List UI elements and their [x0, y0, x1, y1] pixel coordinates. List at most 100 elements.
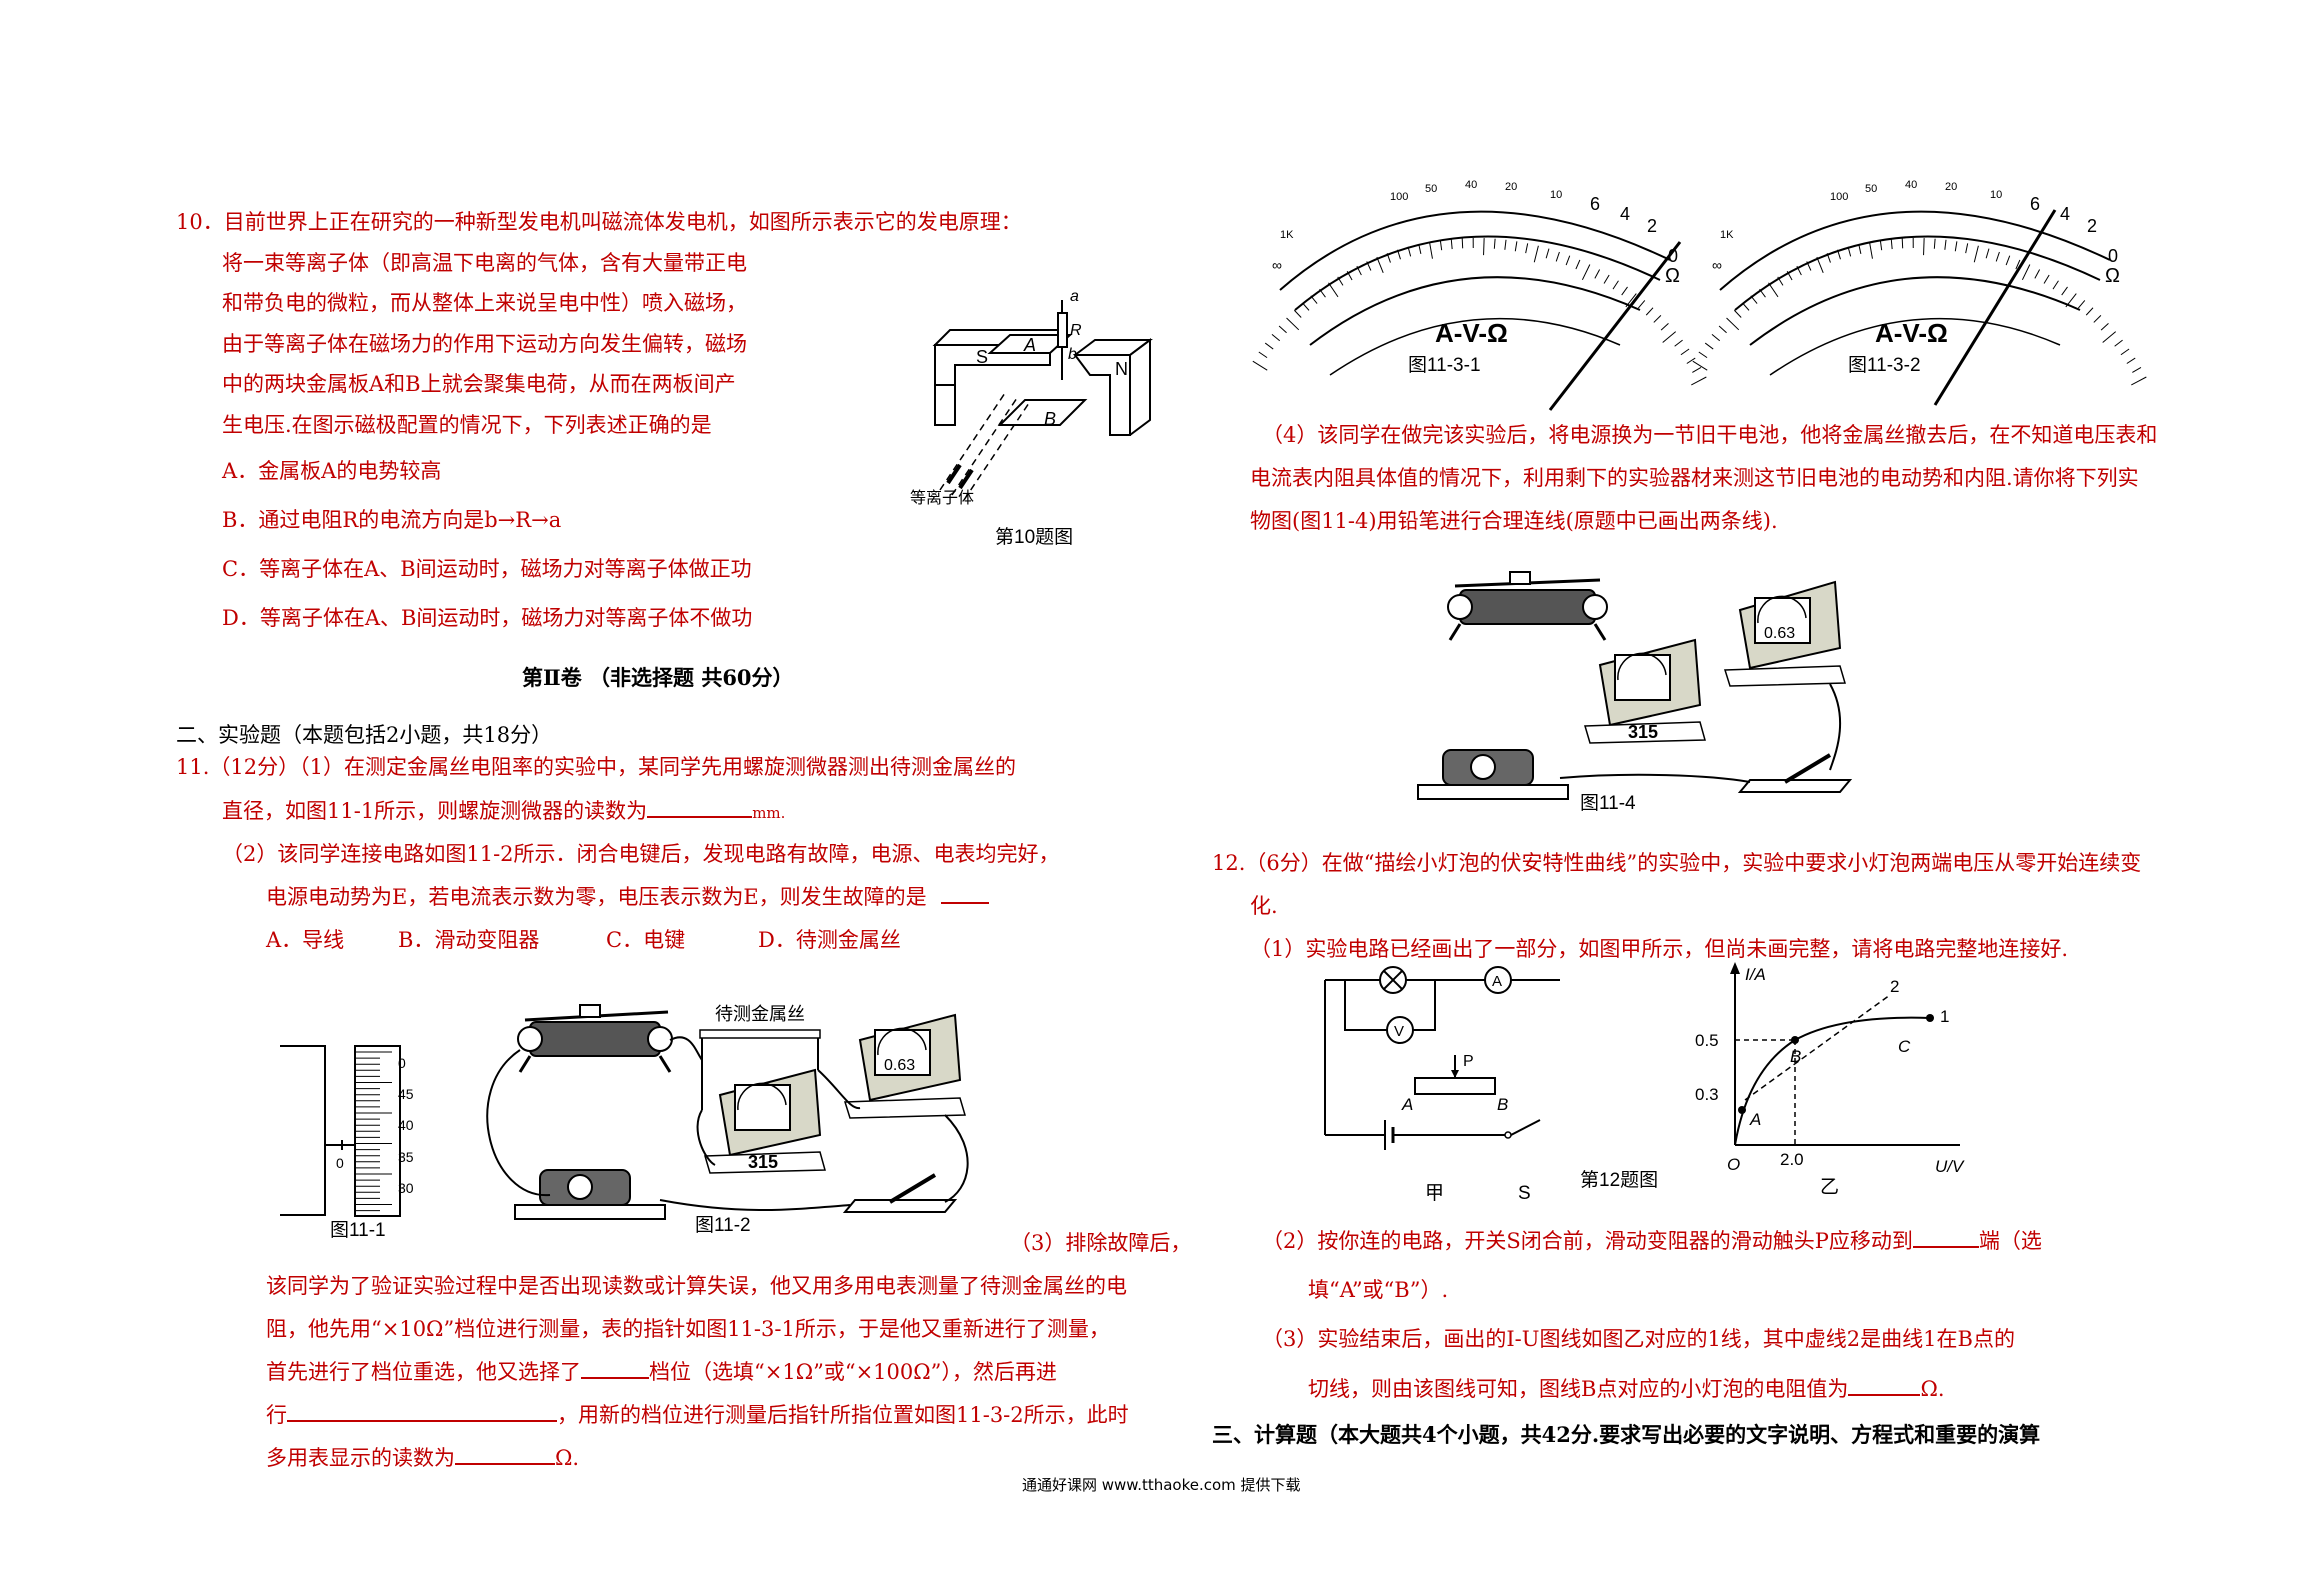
fig-11-2-circuit: 待测金属丝 0.63 315	[486, 1004, 969, 1220]
meter2-zero: 0	[2108, 246, 2118, 266]
meter-tick	[1346, 271, 1353, 281]
meter2-label-50: 50	[1865, 183, 1877, 195]
q10-label-r: R	[1070, 322, 1082, 339]
q11-part2-line2: 电源电动势为E，若电流表示数为零，电压表示数为E，则发生故障的是	[266, 882, 989, 912]
graph-x-axis-label: U/V	[1935, 1157, 1965, 1176]
meter-tick	[1386, 253, 1391, 263]
meter-tick	[1759, 288, 1766, 298]
q10-line-2: 和带负电的微粒，而从整体上来说呈电中性）喷入磁场，	[222, 291, 747, 315]
q12-slider-p: P	[1463, 1053, 1474, 1070]
meter-tick	[1826, 253, 1831, 263]
meter-tick	[2043, 274, 2050, 284]
meter-tick	[2005, 255, 2011, 266]
q11-answer-blank-5[interactable]	[455, 1463, 555, 1465]
meter-tick	[1252, 360, 1268, 371]
q12-part2-line1: （2）按你连的电路，开关S闭合前，滑动变阻器的滑动触头P应移动到端（选	[1262, 1226, 2042, 1256]
meter-tick	[1302, 302, 1310, 311]
meter-tick	[2114, 339, 2123, 347]
q10-label-s: S	[976, 347, 988, 367]
meter1-label-inf: ∞	[1272, 257, 1282, 273]
graph-curve-1: 1	[1940, 1007, 1949, 1026]
meter-tick	[1439, 240, 1443, 251]
meter-tick	[2093, 315, 2102, 323]
fig-11-2-caption: 图11-2	[695, 1215, 751, 1236]
section2-heading: 二、实验题（本题包括2小题，共18分）	[176, 723, 553, 747]
meter-tick	[1286, 317, 1300, 331]
fig-11-3-2-meter: A-V-Ω Ω 0 2 4 6 10 20 40 50 100 1K ∞	[1692, 179, 2147, 406]
q10-line-5: 生电压.在图示磁极配置的情况下，下列表述正确的是	[222, 413, 712, 437]
meter-tick	[1418, 244, 1422, 254]
rheostat-11-4	[1447, 571, 1608, 641]
battery	[514, 1169, 666, 1220]
q12-caption-yi: 乙	[1820, 1177, 1840, 1198]
graph-y-tick-0.3: 0.3	[1695, 1085, 1719, 1104]
graph-point-a: A	[1749, 1110, 1761, 1129]
meter-tick	[1293, 309, 1302, 318]
fig-11-1-caption: 图11-1	[330, 1220, 386, 1241]
fig-11-4-ammeter-text: 0.63	[1764, 625, 1795, 642]
q10-option-c: C．等离子体在A、B间运动时，磁场力对等离子体做正功	[222, 557, 752, 581]
q12-part3-line1: （3）实验结束后，画出的I-U图线如图乙对应的1线，其中虚线2是曲线1在B点的	[1262, 1327, 2015, 1351]
q12-voltmeter-label: V	[1394, 1023, 1404, 1040]
micrometer-label-30: 30	[398, 1180, 414, 1196]
meter1-label-50: 50	[1425, 183, 1437, 195]
q11-part3-line5-a: 多用表显示的读数为	[266, 1446, 455, 1470]
q10-label-b-plate: B	[1044, 409, 1056, 429]
fig-11-4-apparatus: 0.63 315	[1417, 571, 1853, 800]
metal-wire-frame	[699, 1029, 821, 1110]
q12-caption-jia: 甲	[1425, 1183, 1445, 1204]
q12-switch-label: S	[1518, 1183, 1531, 1204]
q11-part3-line4: 行，用新的档位进行测量后指针所指位置如图11-3-2所示，此时	[266, 1400, 1129, 1430]
meter-tick	[1733, 309, 1742, 318]
q11-answer-blank-1[interactable]	[647, 816, 753, 818]
q12-answer-blank-2[interactable]	[1848, 1394, 1921, 1396]
meter-tick	[1816, 256, 1824, 274]
meter2-label-30: 40	[1905, 179, 1917, 191]
q11-answer-blank-3[interactable]	[581, 1377, 649, 1379]
meter-tick	[1594, 269, 1601, 279]
meter-tick	[1612, 280, 1619, 290]
meter-tick	[1653, 315, 1662, 323]
meter1-face-text: A-V-Ω	[1435, 318, 1508, 348]
q11-part3-line4-a: 行	[266, 1403, 287, 1427]
q12-answer-blank-1[interactable]	[1912, 1246, 1979, 1248]
q11-option-b: B．滑动变阻器	[398, 928, 540, 952]
switch	[842, 1173, 958, 1213]
q10-caption: 第10题图	[995, 527, 1074, 548]
page-footer: 通通好课网 www.tthaoke.com 提供下载	[1022, 1476, 1301, 1494]
q10-option-b: B．通过电阻R的电流方向是b→R→a	[222, 508, 562, 532]
meter-tick	[1973, 245, 1979, 263]
q10-label-a-plate: A	[1023, 335, 1036, 355]
voltmeter-11-4: 315	[1584, 638, 1706, 744]
q12-end-b: B	[1497, 1095, 1508, 1114]
meter-tick	[1965, 243, 1969, 254]
meter-tick	[2061, 286, 2068, 296]
meter-tick	[1264, 342, 1274, 350]
meter-tick	[1837, 249, 1841, 260]
q10-line-4: 中的两块金属板A和B上就会聚集电荷，从而在两板间产	[222, 372, 736, 396]
q10-label-b-terminal: b	[1068, 346, 1077, 363]
q11-answer-blank-2[interactable]	[940, 902, 989, 904]
meter-tick	[1777, 276, 1784, 286]
q11-answer-blank-4[interactable]	[287, 1420, 557, 1422]
q11-part1-line1: 11.（12分）（1）在测定金属丝电阻率的实验中，某同学先用螺旋测微器测出待测金…	[176, 755, 1016, 779]
meter-tick	[1662, 331, 1677, 343]
q11-part4-line1: （4）该同学在做完该实验后，将电源换为一节旧干电池，他将金属丝撤去后，在不知道电…	[1262, 423, 2158, 447]
q11-option-d: D．待测金属丝	[758, 928, 901, 952]
q11-part3-start: （3）排除故障后，	[1010, 1231, 1192, 1255]
meter-tick	[1768, 282, 1779, 298]
q10-figure: S A N B a R b 等离子体	[910, 288, 1153, 507]
meter-tick	[2131, 376, 2147, 386]
meter-tick	[1565, 255, 1571, 266]
meter-tick	[1698, 351, 1708, 359]
q11-part1-unit: mm.	[752, 804, 786, 822]
q12-graph-yi: I/A U/V O 0.5 0.3 2.0 A B C 1 2	[1695, 962, 1965, 1176]
meter-tick	[1995, 251, 2000, 262]
meter-tick	[1879, 240, 1883, 251]
meter-tick	[1718, 325, 1727, 334]
meter-tick	[1686, 357, 1696, 364]
meter-tick	[1575, 259, 1581, 270]
meter1-ohm: Ω	[1665, 265, 1680, 287]
